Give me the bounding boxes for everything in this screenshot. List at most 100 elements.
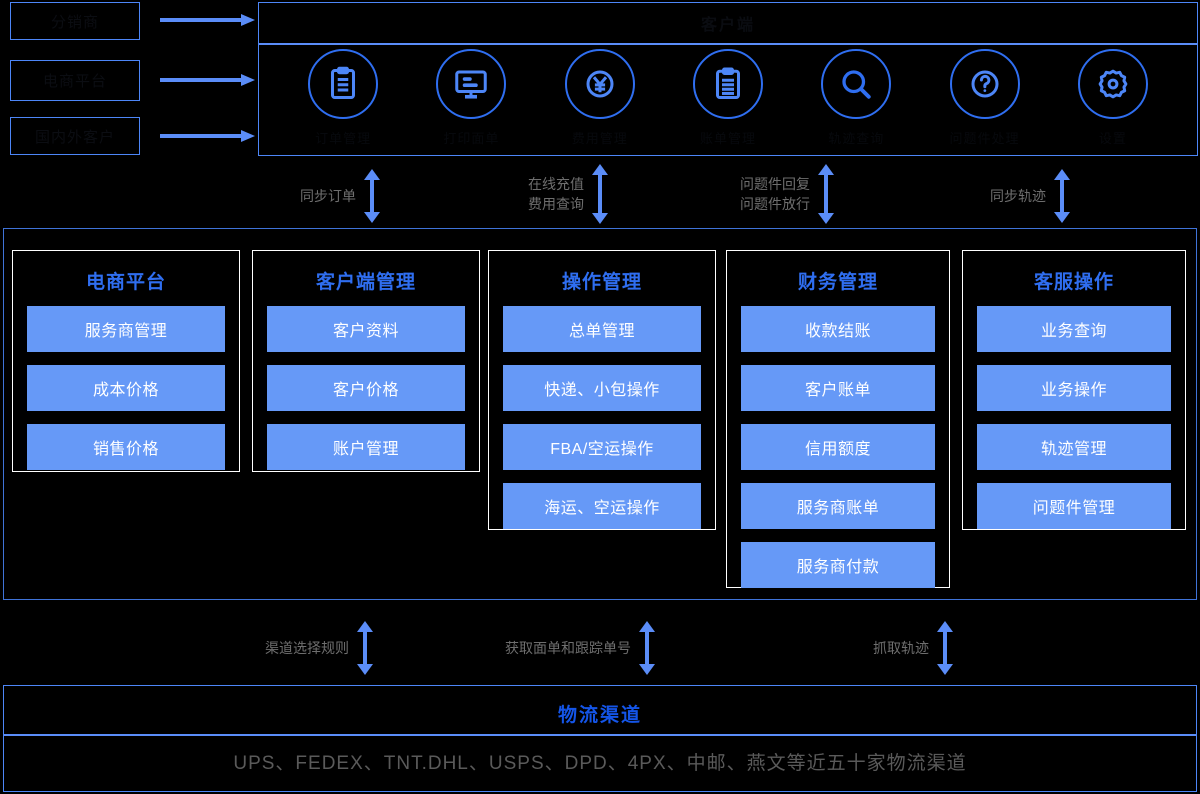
connector-label: 获取面单和跟踪单号 <box>505 638 631 658</box>
connector-line: 获取面单和跟踪单号 <box>505 640 631 656</box>
arrow-shaft <box>363 631 367 665</box>
client-icon-bill[interactable]: 账单管理 <box>668 47 788 147</box>
module-item[interactable]: 总单管理 <box>503 306 701 352</box>
connector-fetch-tracking: 抓取轨迹 <box>873 620 953 676</box>
connector-line: 在线充值 <box>528 176 584 192</box>
arrow-head-up <box>357 621 373 632</box>
connector-issue-handling: 问题件回复 问题件放行 <box>740 163 834 225</box>
connector-line: 费用查询 <box>528 196 584 212</box>
arrow-shaft <box>160 78 242 82</box>
source-box-ecommerce-platform[interactable]: 电商平台 <box>10 60 140 101</box>
connector-label: 问题件回复 问题件放行 <box>740 174 810 214</box>
module-item[interactable]: 客户账单 <box>741 365 935 411</box>
module-item[interactable]: 业务查询 <box>977 306 1171 352</box>
client-icon-label: 订单管理 <box>315 131 372 146</box>
arrow-right-icon <box>160 130 255 142</box>
panel-divider <box>259 43 1197 45</box>
module-item[interactable]: 服务商账单 <box>741 483 935 529</box>
arrow-head <box>241 14 255 26</box>
connector-line: 抓取轨迹 <box>873 640 929 656</box>
module-column-client-management: 客户端管理 客户资料 客户价格 账户管理 <box>252 250 480 472</box>
double-arrow-icon <box>364 169 380 223</box>
arrow-head-down <box>937 664 953 675</box>
arrow-head-up <box>937 621 953 632</box>
module-item[interactable]: 服务商付款 <box>741 542 935 588</box>
arrow-head-down <box>639 664 655 675</box>
arrow-shaft <box>370 179 374 213</box>
client-panel-title: 客户端 <box>700 17 755 34</box>
arrow-shaft <box>598 174 602 214</box>
client-icon-fee[interactable]: 费用管理 <box>540 47 660 147</box>
client-icon-issue[interactable]: 问题件处理 <box>925 47 1045 147</box>
client-icon-label: 设置 <box>1098 131 1127 146</box>
module-column-operations-management: 操作管理 总单管理 快递、小包操作 FBA/空运操作 海运、空运操作 <box>488 250 716 530</box>
client-icon-order[interactable]: 订单管理 <box>283 47 403 147</box>
module-item[interactable]: FBA/空运操作 <box>503 424 701 470</box>
connector-sync-orders: 同步订单 <box>300 168 380 224</box>
connector-line: 问题件回复 <box>740 176 810 192</box>
module-item-list: 客户资料 客户价格 账户管理 <box>253 306 479 484</box>
double-arrow-icon <box>357 621 373 675</box>
module-item-list: 服务商管理 成本价格 销售价格 <box>13 306 239 484</box>
client-icon-row: 订单管理 打印面单 <box>259 47 1197 159</box>
arrow-head-down <box>1054 212 1070 223</box>
module-item[interactable]: 业务操作 <box>977 365 1171 411</box>
arrow-head <box>241 130 255 142</box>
gear-icon <box>1077 49 1148 119</box>
client-icon-settings[interactable]: 设置 <box>1053 47 1173 147</box>
connector-label: 同步订单 <box>300 186 356 206</box>
module-item[interactable]: 成本价格 <box>27 365 225 411</box>
client-icon-label: 费用管理 <box>571 131 628 146</box>
double-arrow-icon <box>937 621 953 675</box>
arrow-head-up <box>364 169 380 180</box>
arrow-head-up <box>639 621 655 632</box>
module-item[interactable]: 客户资料 <box>267 306 465 352</box>
module-column-customer-service: 客服操作 业务查询 业务操作 轨迹管理 问题件管理 <box>962 250 1186 530</box>
module-item[interactable]: 销售价格 <box>27 424 225 470</box>
arrow-shaft <box>1060 179 1064 213</box>
client-icon-label: 账单管理 <box>699 131 756 146</box>
connector-channel-rules: 渠道选择规则 <box>265 620 373 676</box>
module-item[interactable]: 轨迹管理 <box>977 424 1171 470</box>
arrow-head-down <box>592 213 608 224</box>
module-item-list: 业务查询 业务操作 轨迹管理 问题件管理 <box>963 306 1185 543</box>
arrow-head-up <box>1054 169 1070 180</box>
monitor-icon <box>436 49 507 119</box>
arrow-shaft <box>943 631 947 665</box>
arrow-shaft <box>160 18 242 22</box>
double-arrow-icon <box>592 164 608 224</box>
module-item[interactable]: 问题件管理 <box>977 483 1171 529</box>
client-icon-track[interactable]: 轨迹查询 <box>796 47 916 147</box>
clipboard-icon <box>308 49 379 119</box>
connector-label: 抓取轨迹 <box>873 638 929 658</box>
connector-line: 同步轨迹 <box>990 188 1046 204</box>
module-item[interactable]: 服务商管理 <box>27 306 225 352</box>
arrow-head-up <box>818 164 834 175</box>
source-box-customers[interactable]: 国内外客户 <box>10 117 140 155</box>
module-item[interactable]: 信用额度 <box>741 424 935 470</box>
module-item[interactable]: 快递、小包操作 <box>503 365 701 411</box>
client-icon-label: 打印面单 <box>443 131 500 146</box>
double-arrow-icon <box>1054 169 1070 223</box>
module-item[interactable]: 收款结账 <box>741 306 935 352</box>
search-icon <box>821 49 892 119</box>
client-icon-label: 轨迹查询 <box>828 131 885 146</box>
module-title: 电商平台 <box>85 272 166 293</box>
connector-sync-tracking: 同步轨迹 <box>990 168 1070 224</box>
module-item[interactable]: 海运、空运操作 <box>503 483 701 529</box>
arrow-shaft <box>824 174 828 214</box>
arrow-shaft <box>160 134 242 138</box>
module-item[interactable]: 账户管理 <box>267 424 465 470</box>
source-box-distributor[interactable]: 分销商 <box>10 2 140 40</box>
source-box-label: 国内外客户 <box>34 128 115 146</box>
connector-line: 渠道选择规则 <box>265 640 349 656</box>
module-column-finance-management: 财务管理 收款结账 客户账单 信用额度 服务商账单 服务商付款 <box>726 250 950 588</box>
logistics-channel-panel: 物流渠道 UPS、FEDEX、TNT.DHL、USPS、DPD、4PX、中邮、燕… <box>3 685 1197 792</box>
arrow-head-up <box>592 164 608 175</box>
arrow-head-down <box>364 212 380 223</box>
client-icon-print[interactable]: 打印面单 <box>411 47 531 147</box>
connector-label: 同步轨迹 <box>990 186 1046 206</box>
module-item[interactable]: 客户价格 <box>267 365 465 411</box>
arrow-head <box>241 74 255 86</box>
connector-waybill-tracking-number: 获取面单和跟踪单号 <box>505 620 655 676</box>
